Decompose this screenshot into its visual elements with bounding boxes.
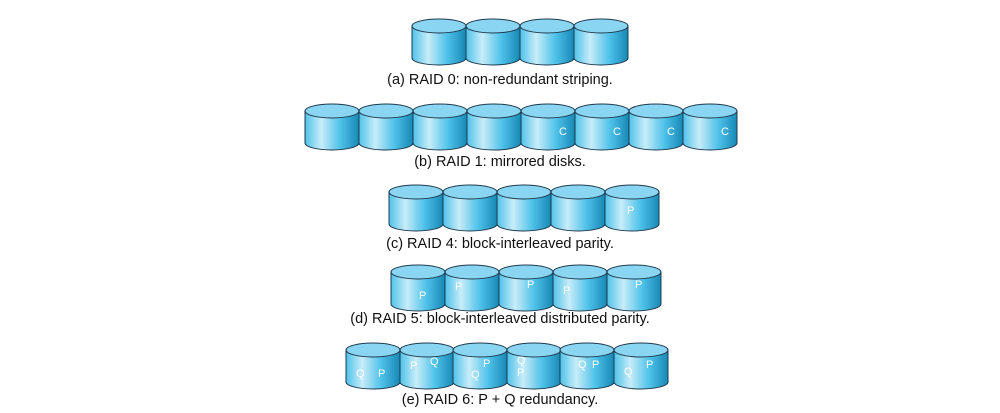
parity-label: P — [646, 359, 653, 371]
disk-cylinder-icon — [465, 103, 523, 153]
raid-5-caption: (d) RAID 5: block-interleaved distribute… — [350, 311, 650, 327]
q-parity-label: Q — [356, 368, 365, 380]
disk-cylinder-icon: P — [603, 184, 661, 234]
q-parity-label: Q — [471, 369, 480, 381]
parity-label: P — [517, 367, 524, 379]
raid-4-caption: (c) RAID 4: block-interleaved parity. — [386, 236, 614, 252]
parity-label: P — [483, 358, 490, 370]
copy-label: C — [559, 126, 567, 138]
raid-1-row: C C C C (b) RAID 1: mirrored disks. — [0, 103, 1000, 170]
disk-cylinder-icon: P — [443, 264, 501, 314]
q-parity-label: Q — [624, 366, 633, 378]
disk-cylinder-icon: C — [519, 103, 577, 153]
disk-cylinder-icon — [441, 184, 499, 234]
raid-0-row: (a) RAID 0: non-redundant striping. — [0, 18, 1000, 88]
parity-label: P — [378, 368, 385, 380]
raid-5-row: P P P P P (d) RAID 5: block-interleaved dist… — [0, 264, 1000, 327]
copy-label: C — [613, 126, 621, 138]
parity-label: P — [635, 279, 642, 291]
disk-cylinder-icon — [410, 18, 468, 68]
disk-cylinder-icon — [572, 18, 630, 68]
parity-label: P — [419, 290, 426, 302]
q-parity-label: Q — [517, 355, 526, 367]
disk-cylinder-icon — [387, 184, 445, 234]
disk-cylinder-icon: P — [551, 264, 609, 314]
parity-label: P — [563, 285, 570, 297]
q-parity-label: Q — [578, 359, 587, 371]
disk-cylinder-icon: P — [605, 264, 663, 314]
disk-cylinder-icon: P — [497, 264, 555, 314]
parity-label: P — [455, 281, 462, 293]
raid-0-disk-group — [0, 18, 1000, 68]
raid-4-row: P (c) RAID 4: block-interleaved parity. — [0, 184, 1000, 252]
disk-cylinder-icon — [549, 184, 607, 234]
disk-cylinder-icon — [303, 103, 361, 153]
disk-cylinder-icon — [518, 18, 576, 68]
copy-label: C — [721, 126, 729, 138]
raid-1-caption: (b) RAID 1: mirrored disks. — [414, 154, 586, 170]
disk-cylinder-icon — [464, 18, 522, 68]
disk-cylinder-icon: C — [627, 103, 685, 153]
parity-label: P — [527, 279, 534, 291]
raid-4-disk-group: P — [0, 184, 1000, 234]
disk-cylinder-icon: C — [573, 103, 631, 153]
disk-cylinder-icon: C — [681, 103, 739, 153]
raid-6-caption: (e) RAID 6: P + Q redundancy. — [401, 392, 599, 408]
parity-label: P — [410, 360, 417, 372]
disk-cylinder-icon — [495, 184, 553, 234]
disk-cylinder-icon: P — [389, 264, 447, 314]
copy-label: C — [667, 126, 675, 138]
parity-label: P — [592, 359, 599, 371]
raid-0-caption: (a) RAID 0: non-redundant striping. — [387, 72, 613, 88]
disk-cylinder-icon — [411, 103, 469, 153]
q-parity-label: Q — [430, 356, 439, 368]
parity-label: P — [627, 205, 634, 217]
disk-cylinder-icon — [357, 103, 415, 153]
